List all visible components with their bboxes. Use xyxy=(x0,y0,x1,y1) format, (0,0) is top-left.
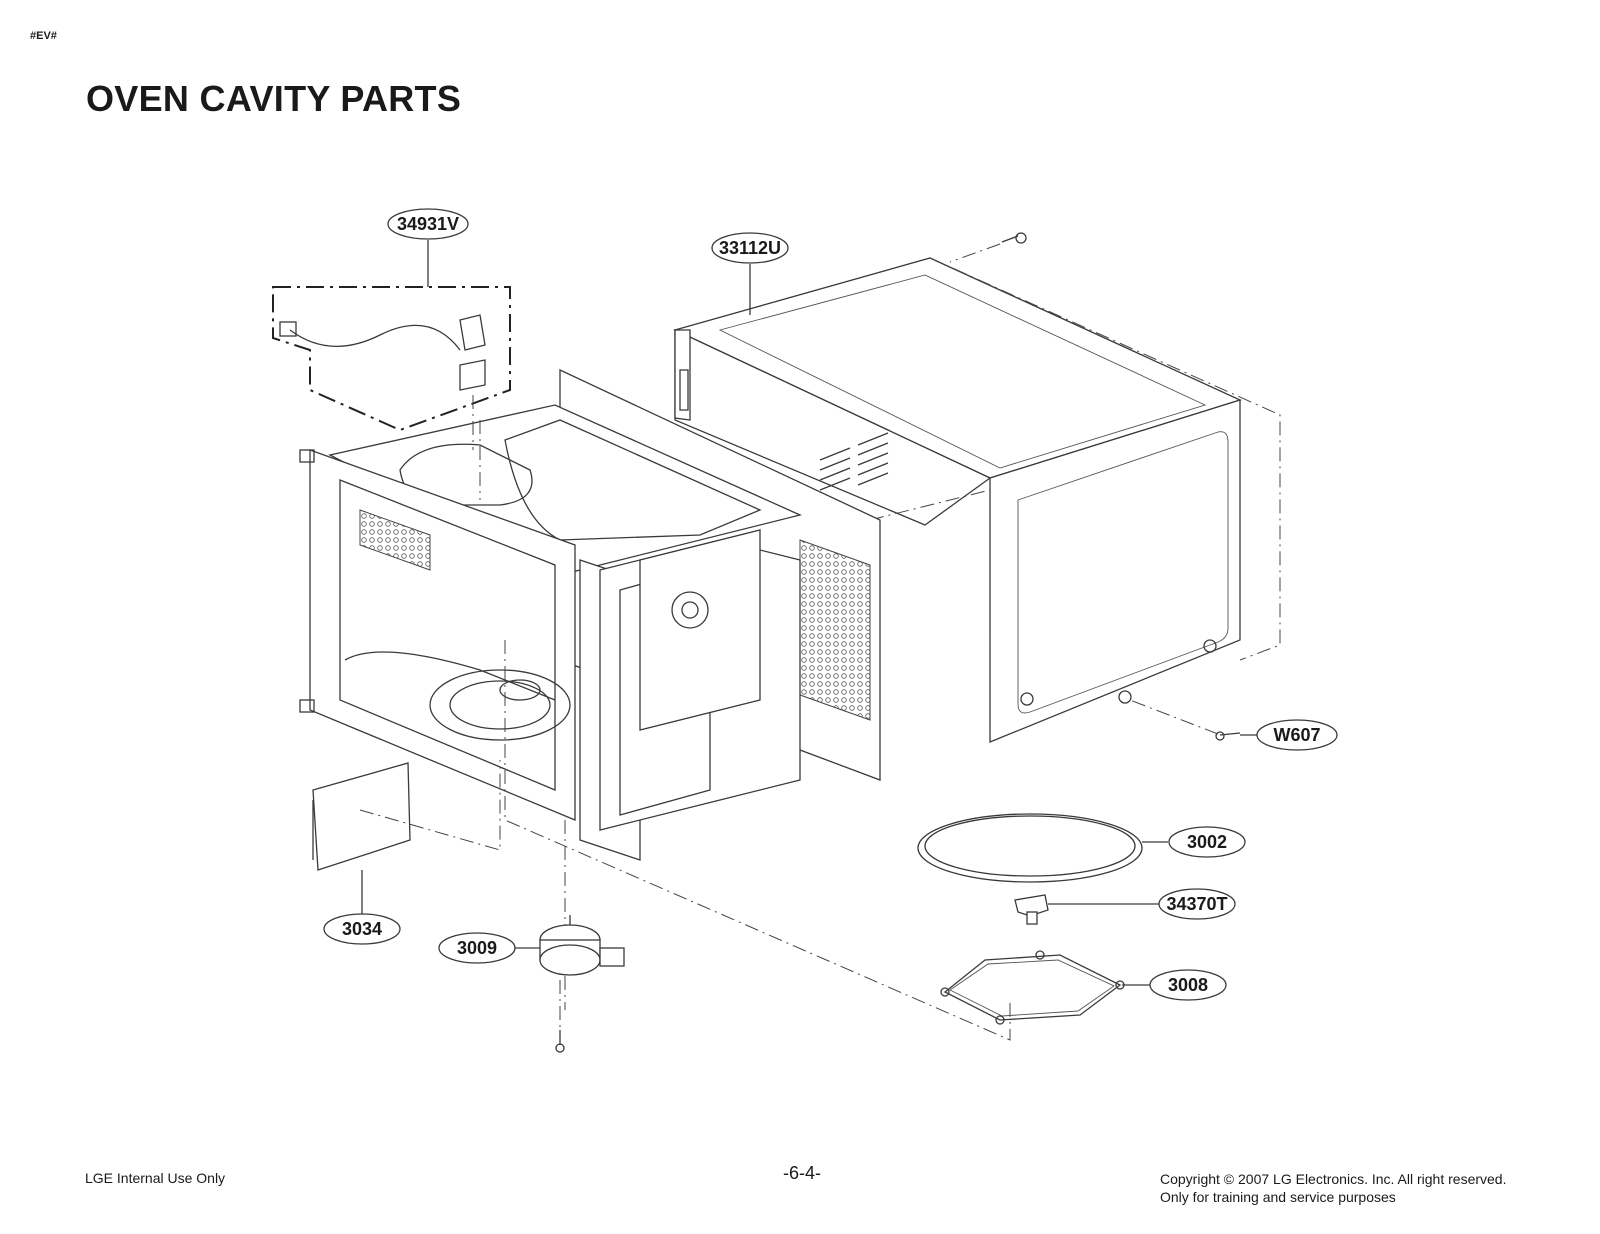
harness-assembly xyxy=(272,286,511,450)
callout-33112U: 33112U xyxy=(711,232,789,315)
outer-case xyxy=(673,257,1281,743)
callout-label: 3009 xyxy=(457,938,497,958)
purpose-line: Only for training and service purposes xyxy=(1160,1189,1396,1205)
callout-label: W607 xyxy=(1273,725,1320,745)
turntable-motor xyxy=(539,915,625,1053)
callout-W607: W607 xyxy=(1240,719,1338,751)
oven-cavity xyxy=(299,368,1011,1041)
glass-tray xyxy=(917,813,1143,883)
callout-label: 33112U xyxy=(719,238,781,258)
callout-label: 34931V xyxy=(397,214,459,234)
callout-label: 3002 xyxy=(1187,832,1227,852)
coupler xyxy=(1014,894,1049,925)
callout-label: 3008 xyxy=(1168,975,1208,995)
callout-3034: 3034 xyxy=(323,870,401,945)
callout-34931V: 34931V xyxy=(387,208,469,287)
screw-top xyxy=(949,232,1027,263)
callout-3009: 3009 xyxy=(438,932,540,964)
callout-label: 3034 xyxy=(342,919,382,939)
footer-internal-note: LGE Internal Use Only xyxy=(85,1170,226,1186)
callout-34370T: 34370T xyxy=(1048,888,1236,920)
cover-plate xyxy=(312,760,501,871)
copyright-line: Copyright © 2007 LG Electronics. Inc. Al… xyxy=(1160,1171,1507,1187)
roller-ring xyxy=(940,950,1125,1025)
footer-copyright: Copyright © 2007 LG Electronics. Inc. Al… xyxy=(1160,1170,1506,1206)
page-title: OVEN CAVITY PARTS xyxy=(86,78,462,119)
callout-3002: 3002 xyxy=(1142,826,1246,858)
document-tag: #EV# xyxy=(30,30,57,42)
callout-label: 34370T xyxy=(1166,894,1227,914)
page-number: -6-4- xyxy=(783,1163,822,1183)
screw-w607 xyxy=(1129,699,1241,741)
callout-3008: 3008 xyxy=(1122,969,1227,1001)
